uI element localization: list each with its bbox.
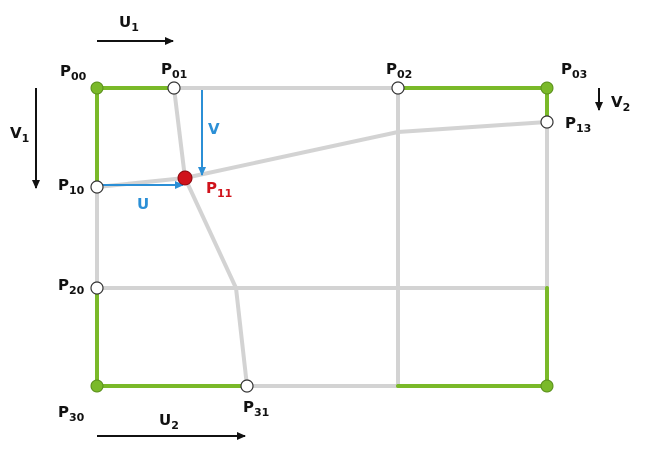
label-p20: P20 xyxy=(58,276,85,297)
label-v1: V1 xyxy=(10,124,29,145)
label-u: U xyxy=(137,195,149,213)
label-p10: P10 xyxy=(58,176,85,197)
point-p00 xyxy=(90,81,104,95)
control-points xyxy=(90,81,554,393)
label-u1: U1 xyxy=(119,13,139,34)
label-v: V xyxy=(208,120,220,138)
label-p11: P11 xyxy=(206,179,232,200)
point-p31 xyxy=(240,379,254,393)
curve-p10-p13 xyxy=(95,120,549,189)
boundary-segments xyxy=(95,86,549,388)
point-p01 xyxy=(167,81,181,95)
label-p31: P31 xyxy=(243,398,269,419)
label-p30: P30 xyxy=(58,403,85,424)
grid-lines xyxy=(95,86,549,388)
label-p03: P03 xyxy=(561,60,587,81)
label-p13: P13 xyxy=(565,114,591,135)
point-p10 xyxy=(90,180,104,194)
point-p30 xyxy=(90,379,104,393)
label-p00: P00 xyxy=(60,62,87,83)
label-v2: V2 xyxy=(611,93,630,114)
point-p02 xyxy=(391,81,405,95)
point-p20 xyxy=(90,281,104,295)
label-u2: U2 xyxy=(159,411,179,432)
label-p02: P02 xyxy=(386,60,412,81)
point-p13 xyxy=(540,115,554,129)
point-p11 xyxy=(177,170,193,186)
point-p03 xyxy=(540,81,554,95)
point-p33 xyxy=(540,379,554,393)
label-p01: P01 xyxy=(161,60,187,81)
curve-p01-p31 xyxy=(172,86,249,388)
